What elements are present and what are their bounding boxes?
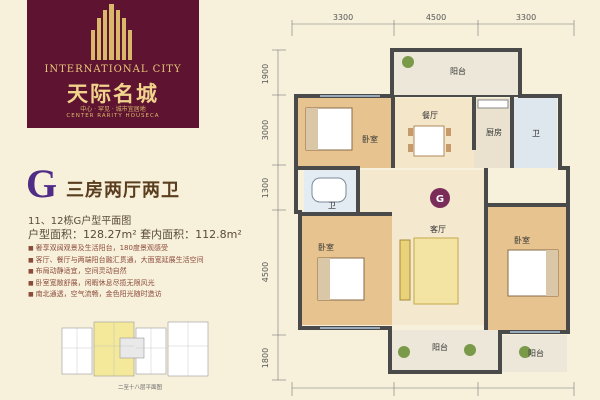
room-balcony-south-1: 阳台 — [432, 342, 448, 352]
unit-badge-letter: G — [436, 194, 444, 205]
key-plan — [61, 321, 209, 377]
dim-top-2: 4500 — [426, 13, 446, 22]
dim-left-5: 1800 — [261, 348, 270, 368]
city-towers-icon — [91, 4, 132, 60]
feature-item: 布局动静适宜，空间灵动自然 — [28, 266, 204, 278]
unit-type-title: 三房两厅两卫 — [66, 180, 180, 201]
bathtub — [311, 177, 347, 203]
logo-chinese: 天际名城 — [67, 81, 159, 106]
dim-left-3: 1300 — [261, 178, 270, 198]
feature-item: 奢享双阔观景及生活阳台，180度景观感受 — [28, 243, 204, 255]
feature-item: 南北通透，空气流畅，金色阳光随时造访 — [28, 289, 204, 301]
feature-list: 奢享双阔观景及生活阳台，180度景观感受 客厅、餐厅与两端阳台融汇贯通，大面宽延… — [28, 243, 204, 301]
sofa — [399, 237, 459, 305]
dim-left-2: 3000 — [261, 120, 270, 140]
logo-tagline: 中心 · 罕见 · 城市宜居地 — [80, 106, 146, 113]
floor-fills — [298, 50, 567, 372]
feature-item: 客厅、餐厅与两端阳台融汇贯通，大面宽延展生活空间 — [28, 255, 204, 267]
area-info: 户型面积：128.27m² 套内面积：112.8m² — [28, 228, 242, 241]
dim-top-3: 3300 — [516, 13, 536, 22]
dim-top-1: 3300 — [333, 13, 353, 22]
dim-left-1: 1900 — [261, 64, 270, 84]
unit-badge — [430, 188, 450, 208]
windows — [320, 95, 560, 333]
dining-table — [408, 125, 451, 157]
unit-letter: G — [26, 161, 58, 206]
bed-3 — [507, 249, 559, 297]
plan-subtitle: 11、12栋G户型平面图 — [28, 216, 132, 227]
room-bedroom-1: 卧室 — [362, 134, 378, 144]
room-living: 客厅 — [430, 224, 446, 234]
bed-1 — [305, 107, 353, 151]
floor-label: 二至十八层平面图 — [118, 385, 163, 391]
kitchen-counter — [477, 99, 509, 109]
dimension-lines — [272, 20, 575, 396]
room-balcony-south-2: 阳台 — [528, 348, 544, 358]
room-dining: 餐厅 — [422, 111, 438, 120]
room-balcony-north: 阳台 — [450, 66, 466, 76]
logo-english: INTERNATIONAL CITY — [44, 64, 182, 75]
room-bath-2: 卫 — [328, 201, 336, 210]
logo-panel: INTERNATIONAL CITY 天际名城 中心 · 罕见 · 城市宜居地 … — [27, 0, 199, 128]
dim-left-4: 4500 — [261, 262, 270, 282]
feature-item: 卧室宽敞舒展，闲暇休息尽揽无限风光 — [28, 278, 204, 290]
logo-tagline-en: CENTER RARITY HOUSECA — [66, 113, 160, 119]
room-kitchen: 厨房 — [486, 127, 502, 137]
walls — [294, 48, 570, 374]
plant-icon — [398, 56, 531, 358]
room-bedroom-3: 卧室 — [514, 235, 530, 245]
room-bath-1: 卫 — [532, 129, 540, 138]
bed-2 — [317, 257, 365, 301]
room-bedroom-2: 卧室 — [318, 242, 334, 252]
